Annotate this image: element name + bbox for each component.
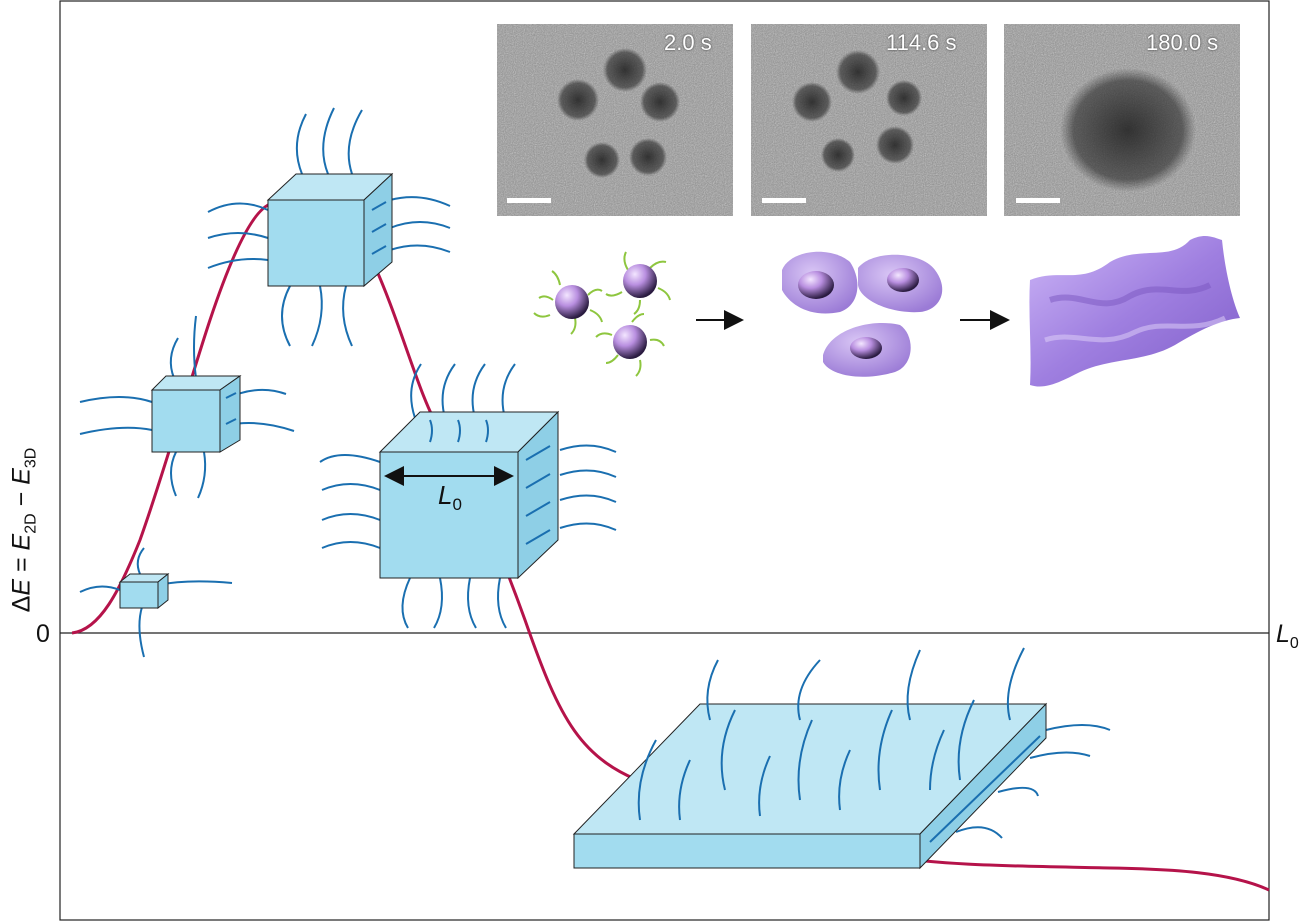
ligand-capped-nanoparticles (533, 251, 671, 377)
plot-frame (59, 0, 1270, 921)
x-axis-label: L0 (1276, 620, 1299, 652)
slab (572, 647, 1111, 870)
cube-medium (207, 107, 451, 347)
micrograph-3 (1004, 24, 1240, 216)
micrograph-1-time: 2.0 s (664, 30, 712, 55)
scale-bar (1016, 198, 1060, 203)
scale-bar (762, 198, 806, 203)
cube-small (79, 315, 295, 499)
micrograph-2-time: 114.6 s (886, 30, 957, 55)
micrograph-1 (497, 24, 733, 216)
cube-large (319, 363, 617, 629)
cube-tiny (79, 547, 233, 658)
micrograph-3-time: 180.0 s (1146, 30, 1219, 55)
micrograph-2 (751, 24, 987, 216)
flattening-particles (782, 251, 943, 377)
cube-dimension-label: L0 (438, 480, 462, 515)
scale-bar (507, 198, 551, 203)
zero-label: 0 (36, 620, 50, 648)
nanosheet (1029, 235, 1240, 387)
